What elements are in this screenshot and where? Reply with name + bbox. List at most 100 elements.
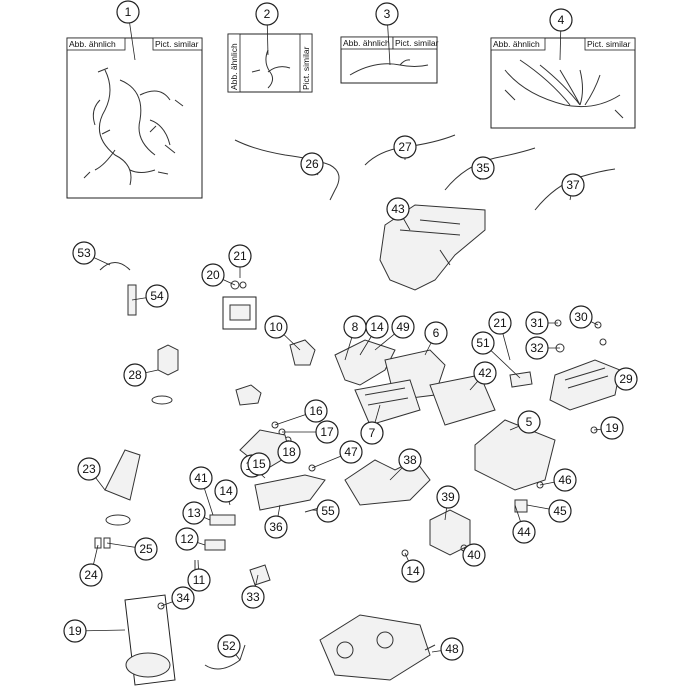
callout-number: 10 xyxy=(269,320,283,334)
callout-53: 53 xyxy=(72,241,96,265)
callout-21: 21 xyxy=(488,311,512,335)
svg-text:Abb. ähnlich: Abb. ähnlich xyxy=(493,39,540,49)
callout-number: 48 xyxy=(445,642,459,656)
callout-15: 15 xyxy=(247,452,271,476)
callout-number: 36 xyxy=(269,520,283,534)
callout-number: 19 xyxy=(605,421,619,435)
callout-number: 38 xyxy=(403,453,417,467)
part-relay-box xyxy=(222,296,257,330)
tag-pict-2: Pict. similar xyxy=(299,33,313,93)
callout-55: 55 xyxy=(316,499,340,523)
callout-number: 11 xyxy=(193,573,206,587)
callout-number: 1 xyxy=(125,5,132,19)
callout-number: 41 xyxy=(194,471,208,485)
part-36-cable xyxy=(444,147,536,191)
callout-number: 14 xyxy=(219,484,233,498)
callout-number: 17 xyxy=(320,425,334,439)
svg-text:Pict. similar: Pict. similar xyxy=(155,39,199,49)
callout-18: 18 xyxy=(277,440,301,464)
part-11-12-13-42-connectors xyxy=(194,514,236,580)
part-27-cable xyxy=(234,139,340,201)
part-45-46-47-sensor xyxy=(514,481,544,513)
callout-47: 47 xyxy=(339,440,363,464)
callout-45: 45 xyxy=(548,499,572,523)
callout-24: 24 xyxy=(79,563,103,587)
callout-44: 44 xyxy=(512,520,536,544)
callout-number: 43 xyxy=(391,202,405,216)
callout-number: 14 xyxy=(370,320,384,334)
callout-7: 7 xyxy=(360,421,384,445)
svg-text:Abb. ähnlich: Abb. ähnlich xyxy=(229,43,239,90)
callout-19: 19 xyxy=(600,416,624,440)
callout-number: 26 xyxy=(305,157,319,171)
callout-number: 53 xyxy=(77,246,91,260)
callout-21: 21 xyxy=(228,244,252,268)
box-1-wiring-harness: Abb. ähnlich Pict. similar xyxy=(66,37,203,199)
box-2-cable: Abb. ähnlich Pict. similar xyxy=(227,33,313,93)
callout-46: 46 xyxy=(553,468,577,492)
callout-19: 19 xyxy=(63,619,87,643)
callout-48: 48 xyxy=(440,637,464,661)
callout-49: 49 xyxy=(391,315,415,339)
callout-10: 10 xyxy=(264,315,288,339)
part-5-battery-box xyxy=(474,419,556,491)
callout-30: 30 xyxy=(569,305,593,329)
callout-5: 5 xyxy=(517,410,541,434)
callout-number: 16 xyxy=(309,404,323,418)
callout-number: 12 xyxy=(180,532,194,546)
part-25-26-bolts xyxy=(94,537,111,549)
callout-number: 21 xyxy=(233,249,247,263)
callout-33: 33 xyxy=(241,585,265,609)
callout-number: 7 xyxy=(369,426,376,440)
callout-4: 4 xyxy=(549,8,573,32)
callout-14: 14 xyxy=(214,479,238,503)
callout-number: 40 xyxy=(467,548,481,562)
callout-number: 8 xyxy=(352,320,359,334)
callout-37: 37 xyxy=(561,173,585,197)
part-8-14-51-bracket xyxy=(334,339,396,386)
part-52-21-clip xyxy=(509,371,533,388)
part-35-screw xyxy=(157,602,165,610)
callout-8: 8 xyxy=(343,315,367,339)
tag-abb-1: Abb. ähnlich xyxy=(66,37,126,51)
callout-number: 25 xyxy=(139,542,153,556)
callout-51: 51 xyxy=(471,331,495,355)
part-49-throttle-body xyxy=(319,614,436,681)
callout-14: 14 xyxy=(401,559,425,583)
callout-6: 6 xyxy=(424,321,448,345)
callout-29: 29 xyxy=(614,367,638,391)
part-7-ecu xyxy=(354,379,421,426)
callout-25: 25 xyxy=(134,537,158,561)
tag-pict-3: Pict. similar xyxy=(392,36,439,50)
callout-number: 49 xyxy=(396,320,410,334)
tag-abb-4: Abb. ähnlich xyxy=(490,37,546,51)
part-23-21-fasteners xyxy=(230,280,247,290)
callout-number: 14 xyxy=(406,564,420,578)
callout-number: 15 xyxy=(252,457,266,471)
callout-number: 35 xyxy=(476,161,490,175)
callout-number: 54 xyxy=(150,289,164,303)
callout-42: 42 xyxy=(473,361,497,385)
callout-number: 30 xyxy=(574,310,588,324)
part-34-relay xyxy=(249,564,271,586)
callout-number: 6 xyxy=(433,326,440,340)
tag-pict-4: Pict. similar xyxy=(584,37,636,51)
callout-number: 55 xyxy=(321,504,335,518)
callout-number: 34 xyxy=(176,591,190,605)
callout-number: 47 xyxy=(344,445,358,459)
part-48-nut xyxy=(308,464,316,472)
callout-17: 17 xyxy=(315,420,339,444)
callout-number: 32 xyxy=(530,341,544,355)
callout-number: 28 xyxy=(128,368,142,382)
callout-43: 43 xyxy=(386,197,410,221)
callout-52: 52 xyxy=(217,634,241,658)
tag-abb-2: Abb. ähnlich xyxy=(227,33,241,93)
callout-number: 46 xyxy=(558,473,572,487)
callout-34: 34 xyxy=(171,586,195,610)
callout-38: 38 xyxy=(398,448,422,472)
callout-2: 2 xyxy=(255,2,279,26)
callout-11: 11 xyxy=(187,568,211,592)
callout-number: 4 xyxy=(558,13,565,27)
callout-labels: 1234567810111213141414141516171819192021… xyxy=(63,0,638,661)
